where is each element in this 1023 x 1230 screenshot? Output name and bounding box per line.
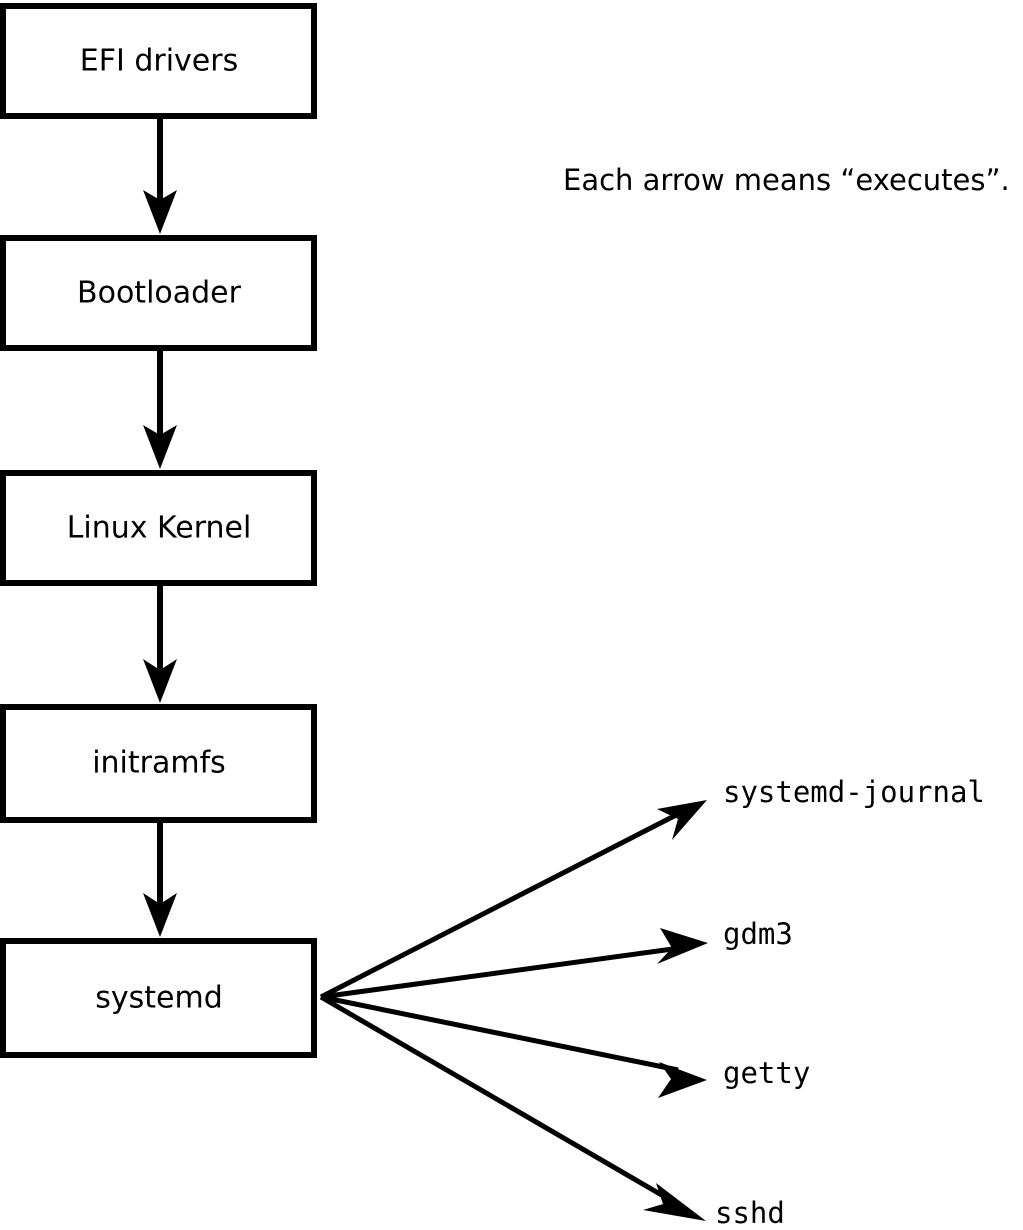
leaf-label-systemd-journal: systemd-journal — [723, 775, 985, 809]
node-efi-drivers[interactable]: EFI drivers — [0, 3, 317, 119]
node-label-efi-drivers: EFI drivers — [80, 44, 238, 79]
chain-arrow-efi-to-bootloader — [143, 118, 177, 234]
node-systemd[interactable]: systemd — [0, 938, 317, 1058]
node-label-systemd: systemd — [95, 981, 223, 1016]
node-label-linux-kernel: Linux Kernel — [67, 511, 252, 546]
chain-arrow-initramfs-to-systemd — [143, 823, 177, 937]
fan-arrow-sshd — [319, 994, 706, 1221]
leaf-label-getty: getty — [723, 1056, 810, 1090]
leaf-label-sshd: sshd — [715, 1196, 785, 1230]
leaf-label-gdm3: gdm3 — [723, 917, 793, 951]
legend-caption: Each arrow means “executes”. — [563, 163, 1010, 197]
fan-arrow-gdm3 — [320, 928, 708, 1000]
chain-arrow-kernel-to-initramfs — [143, 586, 177, 703]
node-initramfs[interactable]: initramfs — [0, 704, 317, 823]
chain-arrow-bootloader-to-kernel — [143, 351, 177, 469]
fan-arrow-systemd-journal — [319, 800, 707, 1000]
node-label-initramfs: initramfs — [92, 746, 226, 781]
fan-arrow-getty — [320, 994, 707, 1098]
node-label-bootloader: Bootloader — [77, 276, 242, 311]
node-linux-kernel[interactable]: Linux Kernel — [0, 470, 317, 586]
node-bootloader[interactable]: Bootloader — [0, 235, 317, 351]
